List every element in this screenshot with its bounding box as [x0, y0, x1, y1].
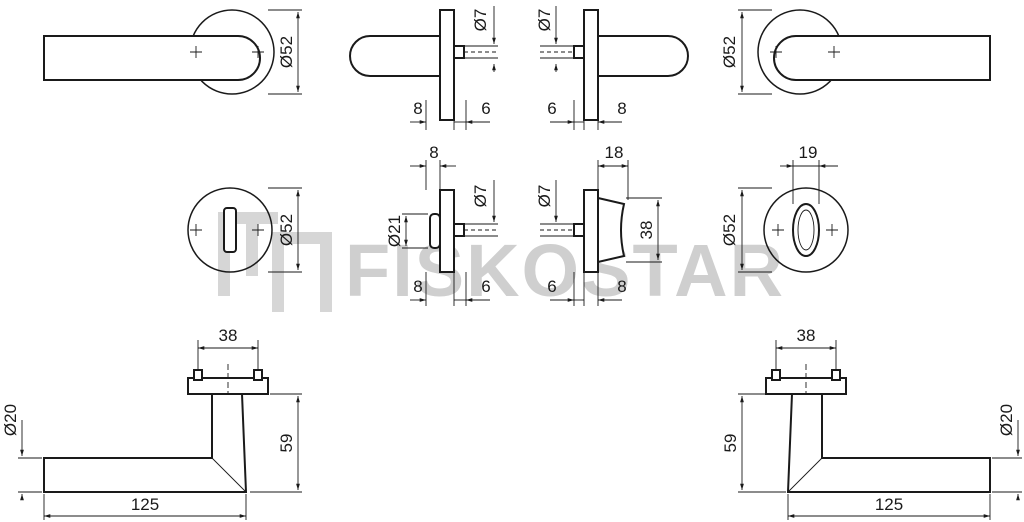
- dim-lever-length-left: 125: [131, 495, 159, 514]
- dim-rose-diameter: Ø52: [277, 36, 296, 68]
- dim-keyhole-spindle: Ø7: [535, 185, 554, 208]
- dim-spindle-right: Ø7: [535, 9, 554, 32]
- dim-thumbturn-length: 18: [605, 143, 624, 162]
- thumbturn-rose-front: Ø52: [187, 187, 302, 273]
- keyhole-side: Ø7 18 38 6 8: [535, 143, 662, 306]
- dim-rose-offset-left: 8: [413, 99, 422, 118]
- dim-thumbturn-spindle: Ø7: [471, 185, 490, 208]
- dim-keyhole-rose-offset: 8: [617, 277, 626, 296]
- lever-rose-side-right: Ø7 6 8: [535, 6, 689, 130]
- lever-profile-right: 38 59 Ø20 125: [721, 326, 1022, 520]
- dim-spindle-offset-left: 6: [481, 99, 490, 118]
- dim-lever-height-right: 59: [721, 434, 740, 453]
- lever-profile-left: 38 59 Ø20 125: [1, 326, 302, 520]
- dim-rose-offset-right: 8: [617, 99, 626, 118]
- dim-knob-diameter: Ø21: [385, 215, 404, 247]
- lever-rose-front-right: Ø52: [720, 9, 991, 95]
- dim-spindle-offset-right: 6: [547, 99, 556, 118]
- dim-lever-height-left: 59: [277, 434, 296, 453]
- dim-lever-diameter-left: Ø20: [1, 404, 20, 436]
- dim-keyhole-width: 19: [799, 143, 818, 162]
- thumbturn-side: Ø7 Ø21 8 8 6: [385, 143, 498, 306]
- dim-lever-length-right: 125: [875, 495, 903, 514]
- dim-rose-diameter-right: Ø52: [720, 36, 739, 68]
- dim-thumbturn-height: 38: [637, 221, 656, 240]
- watermark-text: FISKOSTAR: [345, 229, 785, 312]
- dim-spindle-left: Ø7: [471, 9, 490, 32]
- keyhole-rose-front: 19 Ø52: [720, 143, 849, 273]
- dim-screw-spacing-left: 38: [219, 326, 238, 345]
- dim-lever-diameter-right: Ø20: [997, 404, 1016, 436]
- dim-thumbturn-rose: Ø52: [277, 214, 296, 246]
- lever-rose-front-left: Ø52: [43, 9, 302, 95]
- watermark: FISKOSTAR: [218, 212, 785, 312]
- dim-thumbturn-width: 8: [429, 143, 438, 162]
- dim-thumbturn-spindle-offset: 6: [481, 277, 490, 296]
- dim-keyhole-rose: Ø52: [720, 214, 739, 246]
- lever-rose-side-left: Ø7 8 6: [349, 6, 498, 130]
- dim-screw-spacing-right: 38: [797, 326, 816, 345]
- dim-thumbturn-rose-offset: 8: [413, 277, 422, 296]
- dim-keyhole-spindle-offset: 6: [547, 277, 556, 296]
